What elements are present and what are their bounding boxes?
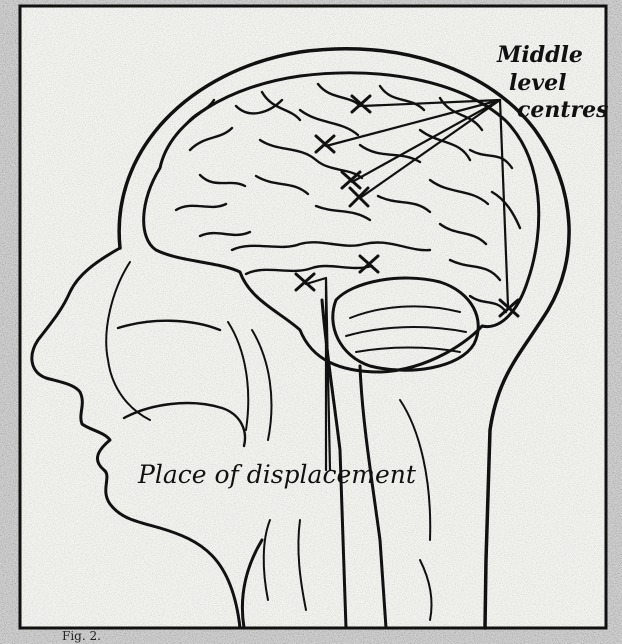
middle-level-centres-label-line2: level	[509, 72, 567, 94]
place-of-displacement-label: Place of displacement	[138, 462, 416, 487]
middle-level-centres-label-line1: Middle	[497, 44, 583, 66]
figure-caption: Fig. 2.	[62, 630, 101, 642]
middle-level-centres-label-line3: centres	[517, 99, 609, 121]
